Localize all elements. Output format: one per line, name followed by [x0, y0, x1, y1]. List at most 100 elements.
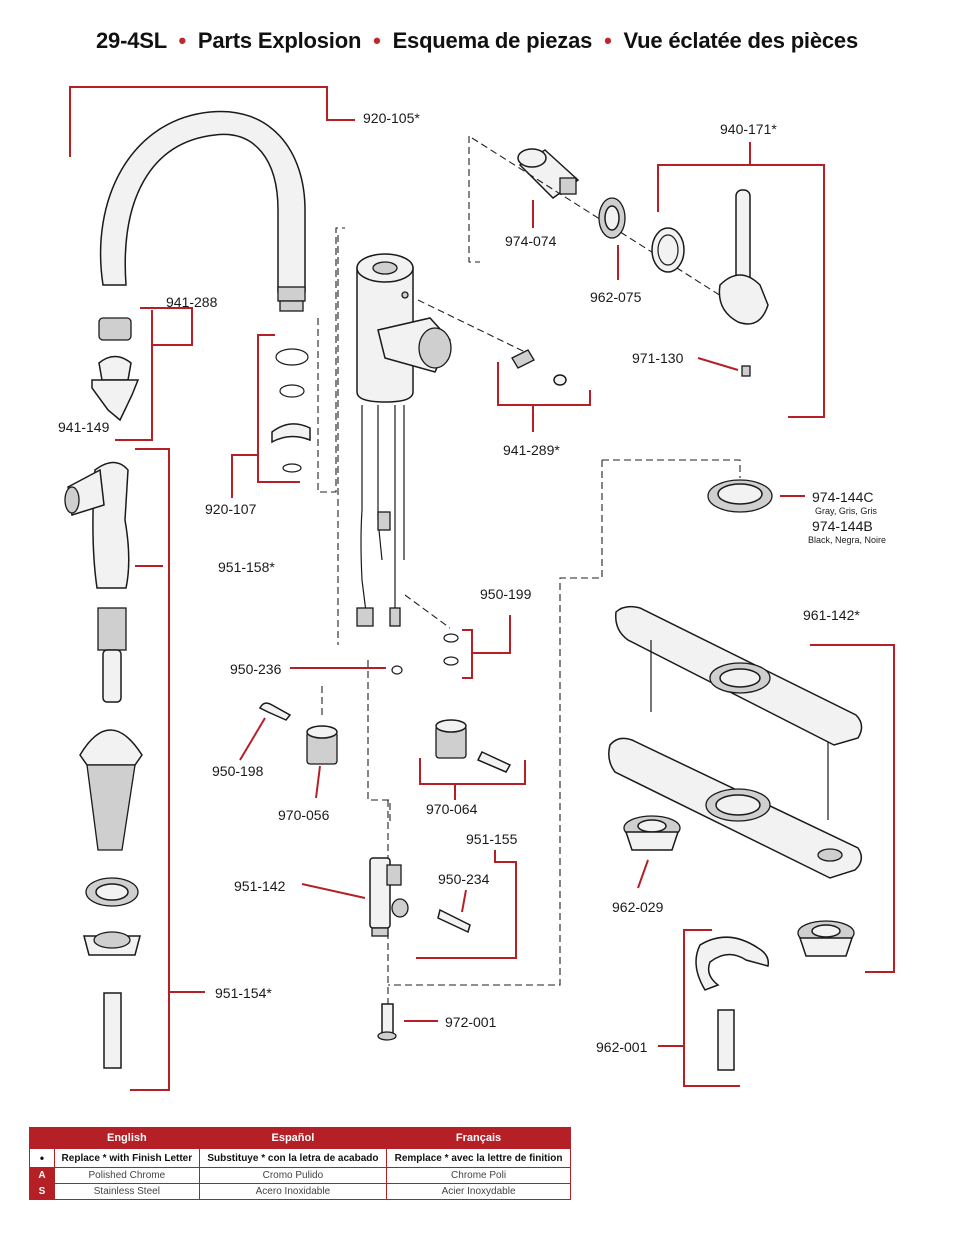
leader-961-142 — [810, 644, 895, 973]
leader-920-107 — [257, 334, 300, 483]
leader-920-107-b — [231, 454, 258, 498]
label-941-149: 941-149 — [58, 419, 110, 435]
label-920-107: 920-107 — [205, 501, 257, 517]
label-974-144c: 974-144C — [812, 489, 874, 505]
legend-cell-es: Cromo Pulido — [198, 1167, 388, 1184]
label-920-105: 920-105* — [363, 110, 420, 126]
legend-code: A — [29, 1167, 55, 1184]
leader-940-171-b — [750, 164, 825, 418]
label-970-064: 970-064 — [426, 801, 478, 817]
leader-951-142 — [301, 883, 366, 899]
leader-951-154 — [130, 448, 170, 1091]
diverter-part — [369, 857, 409, 937]
leader-950-199 — [462, 615, 511, 654]
label-950-234: 950-234 — [438, 871, 490, 887]
label-950-236: 950-236 — [230, 661, 282, 677]
legend-cell-fr: Acier Inoxydable — [386, 1183, 571, 1200]
clip-right-part — [437, 908, 471, 934]
label-974-144b: 974-144B — [812, 518, 873, 534]
spray-holder-part — [79, 729, 143, 1069]
title-separator: • — [373, 28, 381, 53]
legend-row: • Replace * with Finish Letter Substituy… — [29, 1148, 571, 1168]
title-separator: • — [604, 28, 612, 53]
leader-951-155 — [416, 850, 517, 959]
bonnet-nut-part — [598, 197, 626, 239]
finish-legend-table: English Español Français • Replace * wit… — [29, 1127, 571, 1200]
aerator-part — [91, 317, 140, 422]
legend-cell-en: Stainless Steel — [54, 1183, 200, 1200]
spout-part — [99, 110, 306, 312]
title-english: Parts Explosion — [197, 28, 362, 53]
leader-962-029 — [637, 859, 649, 889]
page-title: 29-4SL • Parts Explosion • Esquema de pi… — [0, 28, 954, 54]
leader-941-288 — [140, 307, 193, 346]
cartridge-part — [517, 148, 580, 199]
leader-950-234 — [461, 889, 467, 913]
side-spray-part — [64, 461, 130, 703]
adapter-right-part — [435, 719, 512, 773]
handle-part — [651, 189, 769, 377]
label-974-144c-note: Gray, Gris, Gris — [815, 506, 877, 516]
legend-row: A Polished Chrome Cromo Pulido Chrome Po… — [29, 1167, 571, 1184]
label-941-288: 941-288 — [166, 294, 218, 310]
legend-cell-es: Acero Inoxidable — [198, 1183, 388, 1200]
leader-941-149 — [115, 310, 153, 441]
legend-bullet: • — [29, 1148, 55, 1168]
legend-header-english: English — [54, 1127, 200, 1149]
leader-940-171 — [657, 142, 751, 212]
oring-set-part — [271, 348, 311, 473]
legend-cell-es: Substituye * con la letra de acabado — [198, 1148, 388, 1168]
mounting-bracket-part — [695, 936, 770, 1071]
label-962-001: 962-001 — [596, 1039, 648, 1055]
label-972-001: 972-001 — [445, 1014, 497, 1030]
leader-971-130 — [697, 357, 739, 371]
label-951-158: 951-158* — [218, 559, 275, 575]
adapter-left-part — [306, 725, 338, 765]
label-970-056: 970-056 — [278, 807, 330, 823]
label-961-142: 961-142* — [803, 607, 860, 623]
leader-950-199-b — [462, 653, 473, 679]
legend-code: S — [29, 1183, 55, 1200]
label-941-289: 941-289* — [503, 442, 560, 458]
leader-920-105 — [69, 86, 355, 157]
leader-970-056 — [315, 765, 321, 799]
legend-header-french: Français — [386, 1127, 571, 1149]
leader-941-289 — [497, 362, 591, 406]
title-separator: • — [178, 28, 186, 53]
gasket-part — [707, 479, 773, 513]
legend-header-code — [29, 1127, 55, 1149]
legend-cell-fr: Chrome Poli — [386, 1167, 571, 1184]
label-974-144b-note: Black, Negra, Noire — [808, 535, 886, 545]
legend-row: S Stainless Steel Acero Inoxidable Acier… — [29, 1183, 571, 1200]
label-974-074: 974-074 — [505, 233, 557, 249]
parts-diagram: 920-105* 941-288 941-149 920-107 — [58, 86, 895, 1091]
washer-set-part — [443, 633, 459, 666]
lock-nut-part — [623, 815, 855, 957]
label-951-155: 951-155 — [466, 831, 518, 847]
model-number: 29-4SL — [96, 28, 167, 53]
clip-part — [258, 702, 292, 721]
legend-cell-en: Replace * with Finish Letter — [54, 1148, 200, 1168]
legend-cell-en: Polished Chrome — [54, 1167, 200, 1184]
title-spanish: Esquema de piezas — [392, 28, 593, 53]
leader-962-001 — [683, 929, 740, 1087]
deck-plate-part — [608, 605, 863, 879]
legend-cell-fr: Remplace * avec la lettre de finition — [386, 1148, 571, 1168]
title-french: Vue éclatée des pièces — [623, 28, 859, 53]
washer-part — [391, 665, 403, 675]
label-962-075: 962-075 — [590, 289, 642, 305]
legend-header-spanish: Español — [198, 1127, 388, 1149]
screw-part — [377, 1003, 397, 1041]
label-950-199: 950-199 — [480, 586, 532, 602]
label-950-198: 950-198 — [212, 763, 264, 779]
leader-970-064 — [419, 758, 526, 785]
label-962-029: 962-029 — [612, 899, 664, 915]
label-951-154: 951-154* — [215, 985, 272, 1001]
set-screw-part — [511, 349, 567, 386]
label-971-130: 971-130 — [632, 350, 684, 366]
legend-header-row: English Español Français — [29, 1127, 571, 1149]
label-951-142: 951-142 — [234, 878, 286, 894]
leader-950-198 — [239, 717, 266, 761]
faucet-body-part — [356, 253, 452, 627]
label-940-171: 940-171* — [720, 121, 777, 137]
